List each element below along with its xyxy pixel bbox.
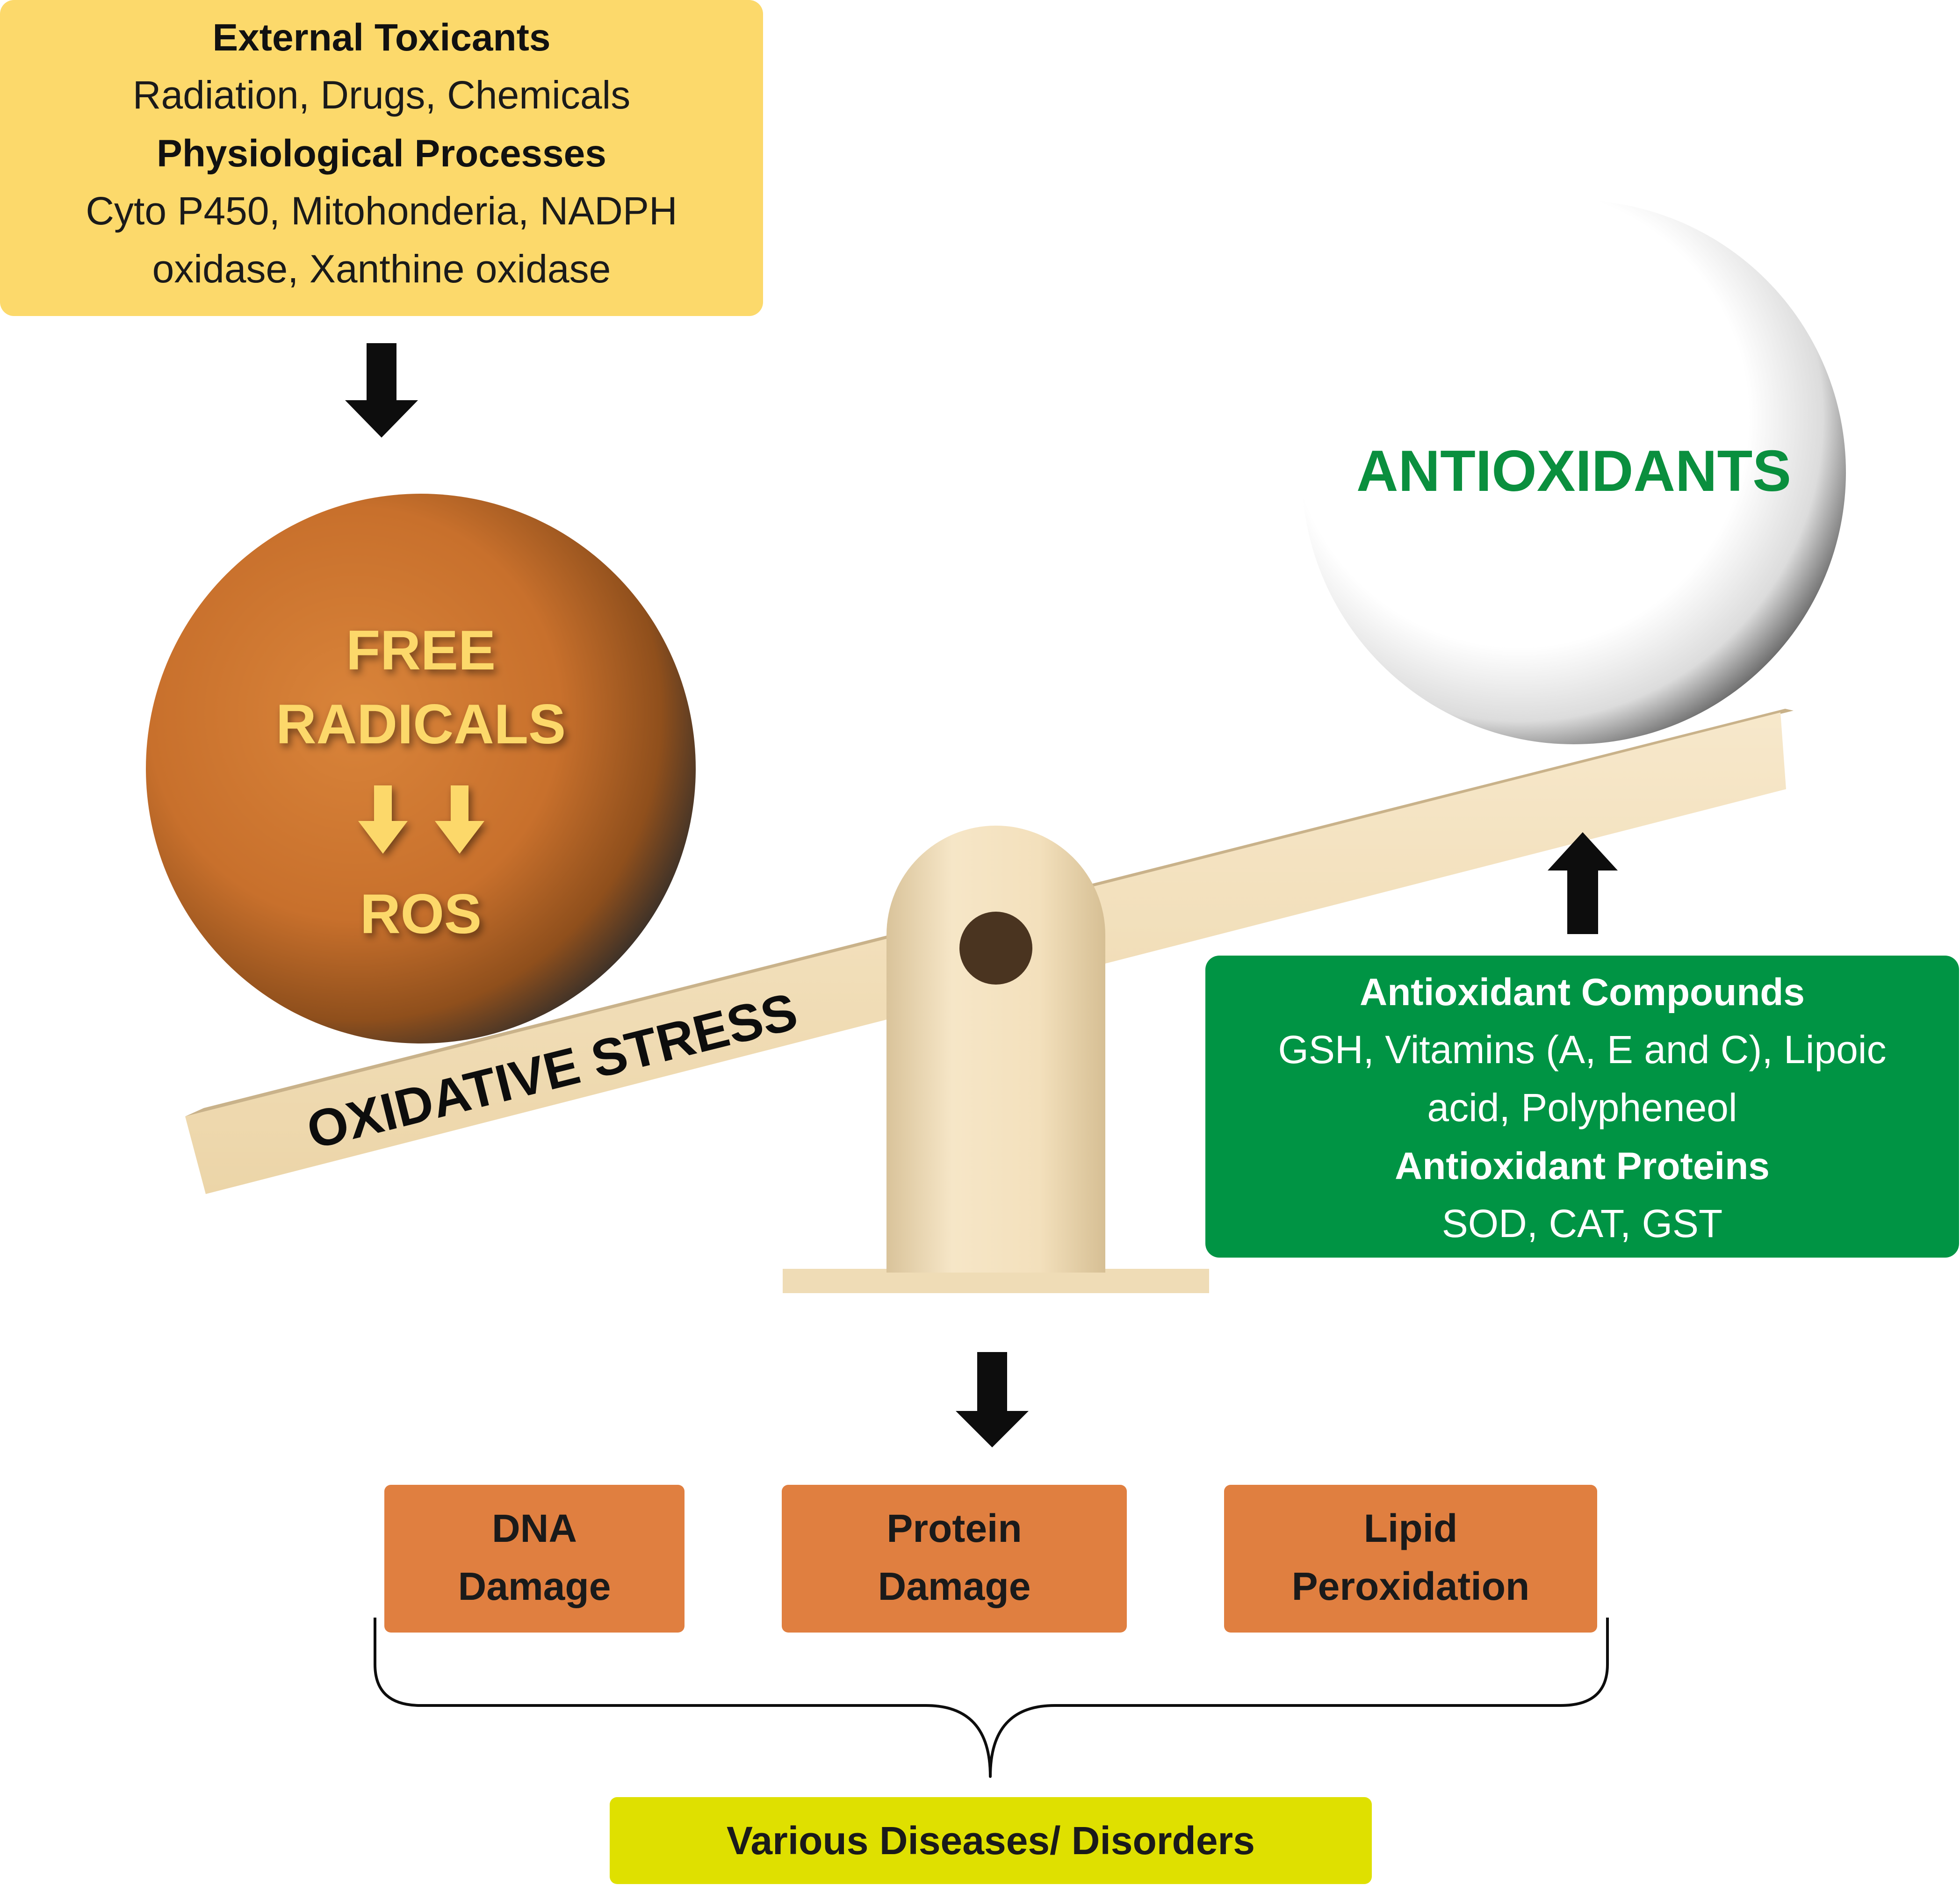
antioxidants-label: ANTIOXIDANTS — [1356, 439, 1791, 504]
antioxidants-ball: ANTIOXIDANTS — [1302, 200, 1846, 744]
radicals-label: RADICALS — [276, 693, 566, 755]
curly-brace-icon — [374, 1618, 1609, 1778]
various-diseases-label: Various Diseases/ Disorders — [727, 1819, 1255, 1863]
antioxidant-proteins-items: SOD, CAT, GST — [1442, 1202, 1723, 1245]
dna-damage-line2: Damage — [458, 1564, 611, 1608]
ros-label: ROS — [360, 883, 482, 945]
external-toxicants-heading: External Toxicants — [212, 16, 550, 59]
double-down-arrow-icon — [358, 785, 484, 854]
antioxidant-compounds-line1: GSH, Vitamins (A, E and C), Lipoic — [1278, 1028, 1887, 1072]
sources-box: External Toxicants Radiation, Drugs, Che… — [0, 0, 763, 316]
various-diseases-box: Various Diseases/ Disorders — [610, 1797, 1372, 1884]
protein-damage-line2: Damage — [878, 1564, 1031, 1608]
antioxidant-compounds-line2: acid, Polypheneol — [1427, 1086, 1737, 1130]
dna-damage-box: DNA Damage — [384, 1485, 685, 1633]
physiological-processes-items-line2: oxidase, Xanthine oxidase — [152, 247, 611, 291]
lipid-peroxidation-line2: Peroxidation — [1292, 1564, 1530, 1608]
pivot-pin — [959, 912, 1032, 985]
free-radicals-ball: FREE RADICALS ROS — [146, 494, 696, 1043]
seesaw-fulcrum — [783, 826, 1209, 1293]
antioxidant-box: Antioxidant Compounds GSH, Vitamins (A, … — [1205, 956, 1959, 1258]
protein-damage-line1: Protein — [886, 1506, 1022, 1550]
antioxidant-compounds-heading: Antioxidant Compounds — [1360, 971, 1805, 1014]
physiological-processes-items-line1: Cyto P450, Mitohonderia, NADPH — [86, 189, 677, 233]
free-label: FREE — [346, 619, 496, 682]
up-arrow-icon — [1548, 832, 1618, 934]
protein-damage-box: Protein Damage — [782, 1485, 1127, 1633]
lipid-peroxidation-line1: Lipid — [1364, 1506, 1458, 1550]
antioxidant-proteins-heading: Antioxidant Proteins — [1395, 1145, 1770, 1187]
down-arrow-icon — [956, 1352, 1029, 1447]
dna-damage-line1: DNA — [492, 1506, 577, 1550]
physiological-processes-heading: Physiological Processes — [157, 132, 606, 175]
lipid-peroxidation-box: Lipid Peroxidation — [1224, 1485, 1597, 1633]
down-arrow-icon — [345, 343, 418, 438]
external-toxicants-items: Radiation, Drugs, Chemicals — [133, 73, 630, 117]
